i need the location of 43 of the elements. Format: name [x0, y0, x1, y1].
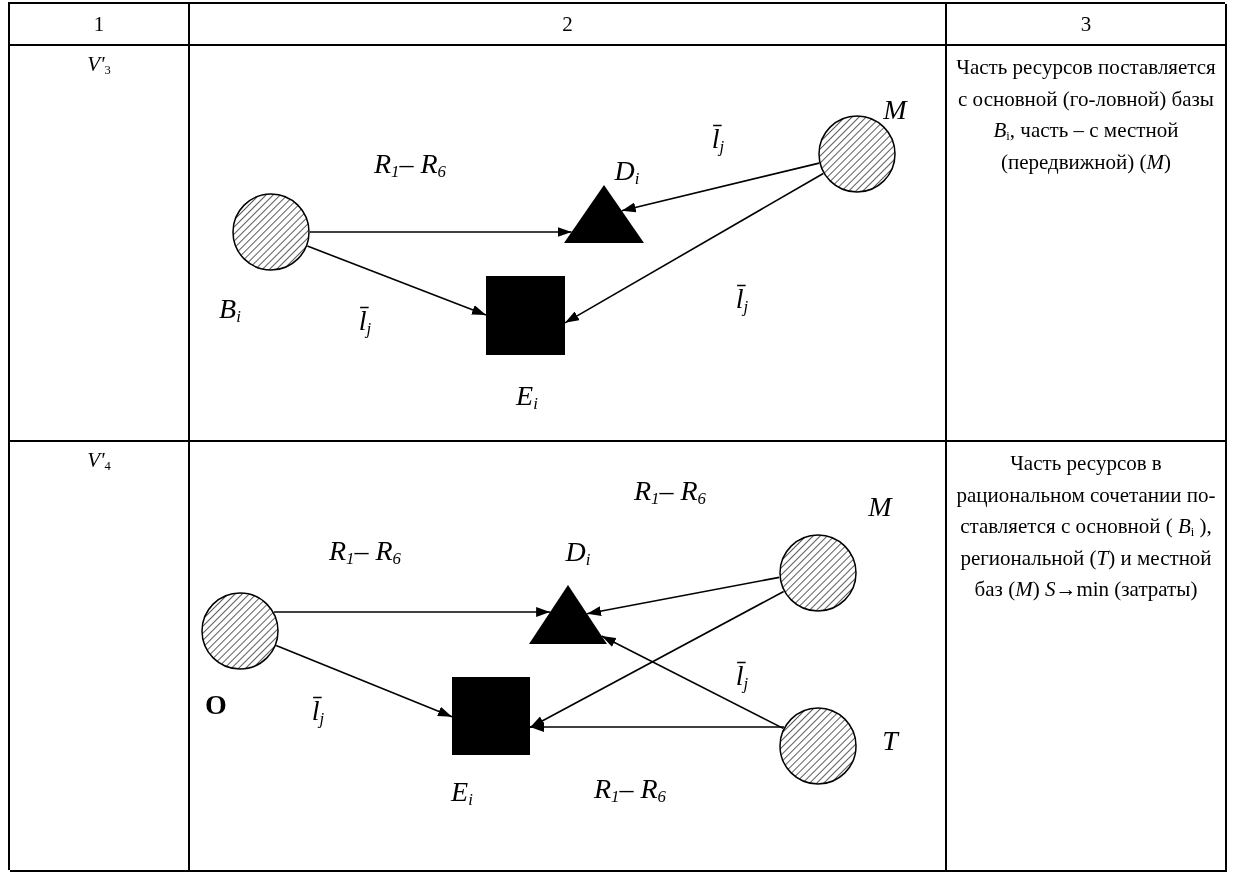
variable-label: E$_{i}$: [451, 777, 473, 809]
edge-label: l̄$_{j}$: [711, 124, 725, 156]
variable-label: T: [882, 727, 898, 755]
arrow: [309, 227, 573, 237]
hatched-circle: [201, 592, 279, 670]
filled-square: [486, 276, 565, 355]
edge-label: R$_{1}$– R$_{6}$: [634, 476, 706, 508]
arrow: [275, 644, 453, 718]
hatched-circle: [779, 534, 857, 612]
filled-triangle: [529, 585, 607, 644]
column-number: 3: [1080, 13, 1092, 35]
hatched-circle: [232, 193, 310, 271]
filled-square: [452, 677, 530, 755]
hatched-circle: [779, 707, 857, 785]
edge-label: R$_{1}$– R$_{6}$: [374, 149, 446, 181]
arrow: [564, 172, 825, 324]
variable-label: M: [883, 96, 907, 124]
arrow: [620, 162, 820, 213]
arrow: [600, 635, 785, 730]
edge-label: l̄$_{j}$: [311, 696, 325, 728]
variable-label: B$_{i}$: [219, 294, 241, 326]
column-number: 2: [562, 13, 573, 35]
variable-label: E$_{i}$: [516, 381, 538, 413]
variable-label: M: [868, 493, 892, 521]
variable-label: D$_{i}$: [614, 156, 640, 188]
arrow: [306, 245, 487, 316]
column-number: 1: [93, 13, 105, 35]
arrow: [529, 590, 785, 729]
edge-label: l̄$_{j}$: [735, 661, 749, 693]
description-text: Часть ресурсов поставляется с основной (го-ловной) базы B$_{i}$, часть – с местной (передвижной) (M): [955, 54, 1217, 176]
variant-label: V'$_{4}$: [87, 448, 111, 475]
variable-label: O: [205, 691, 227, 719]
edge-label: l̄$_{j}$: [735, 284, 749, 316]
edge-label: R$_{1}$– R$_{6}$: [329, 536, 401, 568]
description-text: Часть ресурсов в рациональном сочетании по-ставляется с основной ( B$_{i}$ ), региональной (T) и местной баз (M) S→min (затраты): [955, 450, 1217, 603]
arrow: [529, 722, 785, 732]
variant-label: V'$_{3}$: [87, 52, 111, 79]
arrow: [586, 576, 781, 617]
filled-triangle: [564, 185, 644, 243]
edge-label: l̄$_{j}$: [358, 306, 372, 338]
edge-label: R$_{1}$– R$_{6}$: [594, 774, 666, 806]
arrow: [273, 607, 551, 617]
variable-label: D$_{i}$: [565, 537, 591, 569]
